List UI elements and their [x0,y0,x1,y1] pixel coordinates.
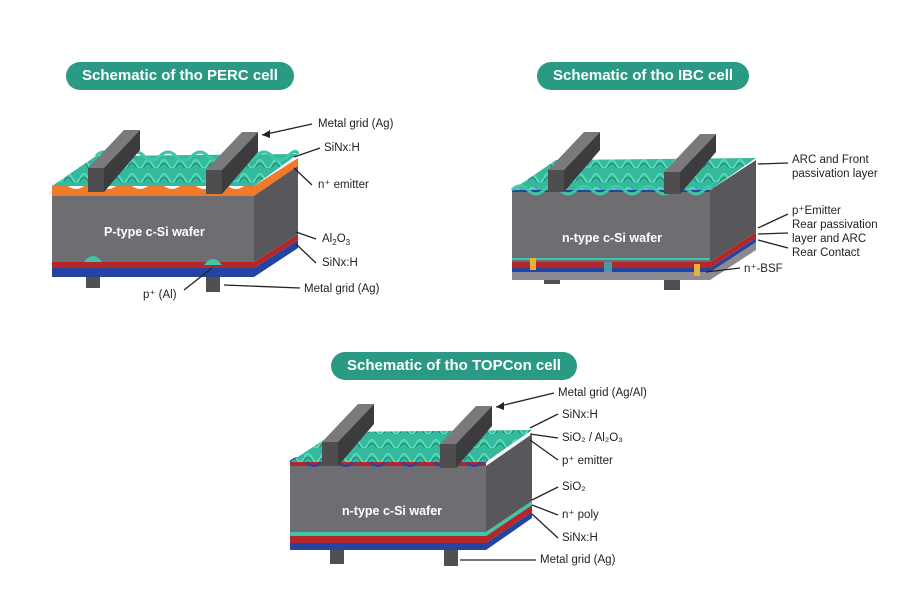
perc-label-sinx-bottom: SiNx:H [322,257,358,269]
perc-label-metal-grid: Metal grid (Ag) [318,118,394,130]
topcon-cell: n-type c-Si wafer Metal grid (Ag/Al) SiN… [289,387,647,566]
perc-metal-finger [206,170,222,194]
perc-blue-layer [52,240,298,277]
topcon-label-metal-grid: Metal grid (Ag/Al) [558,387,647,399]
topcon-label-n-poly: n⁺ poly [562,509,599,521]
perc-label-metal-grid-rear: Metal grid (Ag) [304,283,380,295]
ibc-metal-finger [548,170,564,192]
perc-metal-finger [206,132,258,170]
ibc-label-rear-contact: Rear Contact [792,247,861,259]
perc-label-emitter: n⁺ emitter [318,179,369,191]
ibc-bsf-mark [604,262,612,272]
ibc-metal-finger [664,134,716,172]
topcon-metal-finger [440,406,492,444]
perc-emitter-layer [52,158,298,196]
perc-label-sinx-top: SiNx:H [324,142,360,154]
perc-al-bump [204,259,222,265]
ibc-label-rear-pass-2: layer and ARC [792,233,866,245]
perc-label-al2o3: Al2O3 [322,233,351,247]
ibc-wafer-side [710,160,756,262]
topcon-metal-finger [440,444,456,468]
topcon-metal-finger [322,442,338,466]
ibc-wafer-front [512,190,710,262]
perc-title: Schematic of tho PERC cell [66,62,294,90]
perc-label-p-al: p⁺ (Al) [143,289,177,301]
ibc-red-layer [512,232,756,268]
ibc-title: Schematic of tho IBC cell [537,62,750,90]
topcon-red-layer [290,505,532,543]
topcon-wafer-side [486,434,532,532]
perc-metal-finger [88,130,140,168]
topcon-wafer-front [290,466,486,532]
topcon-label-metal-grid-rear: Metal grid (Ag) [540,554,616,566]
ibc-metal-finger [548,132,600,170]
topcon-rear-contact [444,550,458,566]
ibc-metal-finger [664,172,680,194]
ibc-label-arc-front-1: ARC and Front [792,154,870,166]
ibc-blue-layer [512,238,756,272]
ibc-cell: n-type c-Si wafer ARC and Front passivat… [510,132,878,290]
perc-cell: P-type c-Si wafer Metal grid (Ag) SiNx:H… [52,118,394,301]
perc-red-layer [52,234,298,268]
topcon-label-sio2-al2o3: SiO₂ / Al₂O₃ [562,432,623,444]
ibc-label-arc-front-2: passivation layer [792,168,878,180]
perc-wafer-front [52,192,254,262]
topcon-label-p-emitter: p⁺ emitter [562,455,613,467]
perc-al-bump [84,256,102,262]
ibc-emitter-mark [694,264,700,276]
topcon-rear-contact [330,548,344,564]
topcon-metal-finger [322,404,374,442]
ibc-label-rear-pass-1: Rear passivation [792,219,878,231]
ibc-label-n-bsf: n⁺-BSF [744,263,783,275]
ibc-label-p-emitter: p⁺Emitter [792,205,841,217]
topcon-label-sio2: SiO₂ [562,481,586,493]
topcon-wafer-label: n-type c-Si wafer [342,504,442,518]
ibc-emitter-mark [530,258,536,270]
topcon-title: Schematic of tho TOPCon cell [331,352,577,380]
topcon-blue-layer [290,512,532,550]
ibc-wafer-label: n-type c-Si wafer [562,231,662,245]
topcon-label-sinx-top: SiNx:H [562,409,598,421]
perc-wafer-label: P-type c-Si wafer [104,225,205,239]
perc-metal-finger [88,168,104,192]
topcon-label-sinx-bottom: SiNx:H [562,532,598,544]
